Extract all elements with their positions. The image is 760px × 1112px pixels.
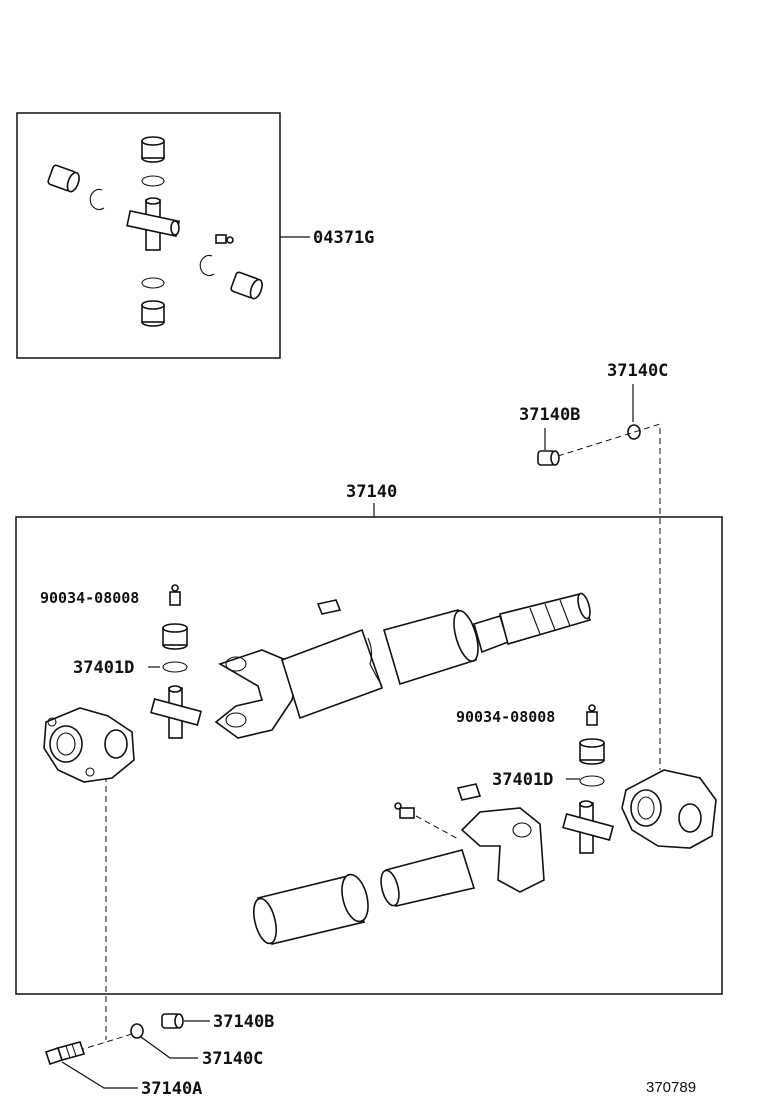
snap-ring-bottom xyxy=(141,277,165,289)
label-kit: 04371G xyxy=(313,228,374,248)
flange-yoke-left xyxy=(43,707,135,783)
bolt-bottom xyxy=(44,1041,86,1066)
snap-ring-lower xyxy=(579,775,605,787)
figure-number: 370789 xyxy=(646,1079,696,1096)
label-spider-upper: 37401D xyxy=(73,658,134,678)
flange-yoke-right xyxy=(621,769,717,849)
bearing-cup-bottom xyxy=(141,300,165,327)
bearing-cup-upper xyxy=(162,623,188,650)
washer-top xyxy=(627,424,641,440)
bearing-cup-left xyxy=(47,164,80,193)
nut-top xyxy=(537,450,560,466)
snap-ring-right xyxy=(199,254,215,277)
spider-cross xyxy=(126,197,181,251)
grease-fitting-kit xyxy=(215,234,234,244)
label-nut-b-bottom: 37140B xyxy=(213,1012,274,1032)
grease-fitting-upper xyxy=(169,584,181,606)
label-bolt-a: 37140A xyxy=(141,1079,202,1099)
snap-ring-upper xyxy=(162,661,188,673)
bearing-cup-right xyxy=(230,271,263,300)
spider-upper xyxy=(150,685,202,739)
label-nut-b-top: 37140B xyxy=(519,405,580,425)
front-shaft xyxy=(214,592,592,739)
kit-contents xyxy=(47,136,263,327)
label-washer-c-top: 37140C xyxy=(607,361,668,381)
label-fitting-upper: 90034-08008 xyxy=(40,589,139,607)
bearing-cup-lower xyxy=(579,738,605,765)
label-washer-c-bottom: 37140C xyxy=(202,1049,263,1069)
label-fitting-lower: 90034-08008 xyxy=(456,708,555,726)
nut-bottom xyxy=(161,1013,184,1029)
rear-shaft xyxy=(253,807,545,945)
balance-weight-lower xyxy=(456,783,482,801)
grease-fitting-lower xyxy=(586,704,598,726)
grease-fitting-slip xyxy=(394,802,415,819)
spider-lower xyxy=(562,800,614,854)
snap-ring-left xyxy=(89,188,105,211)
washer-bottom xyxy=(130,1023,144,1039)
snap-ring-top xyxy=(141,175,165,187)
bearing-cup-top xyxy=(141,136,165,163)
driveshaft-box xyxy=(15,516,723,995)
label-driveshaft: 37140 xyxy=(346,482,397,502)
label-spider-lower: 37401D xyxy=(492,770,553,790)
kit-box xyxy=(16,112,310,359)
